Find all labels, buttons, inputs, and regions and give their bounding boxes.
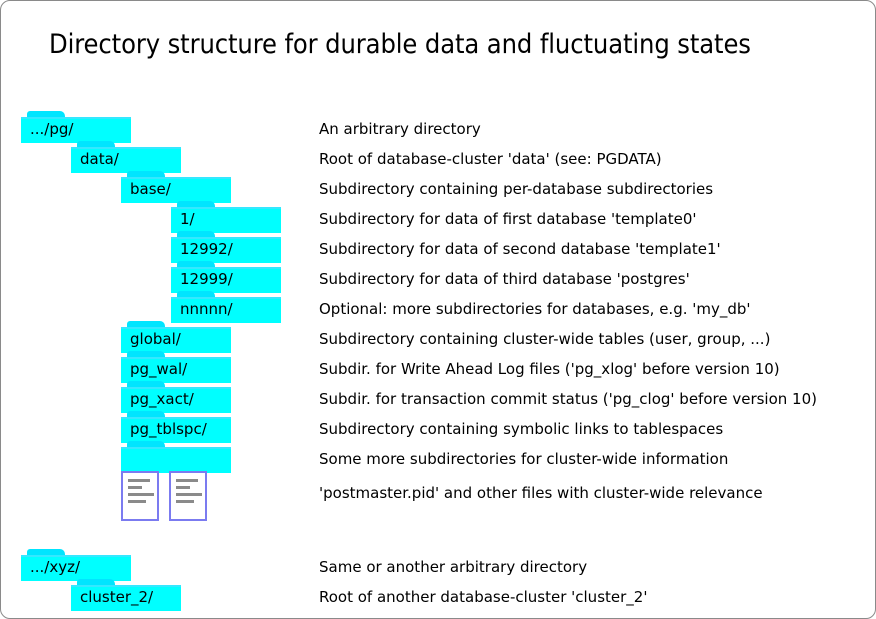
folder-row: base/Subdirectory containing per-databas… <box>1 171 875 203</box>
folder-body-icon <box>171 267 281 293</box>
folder-label: 12992/ <box>180 240 233 258</box>
row-description: 'postmaster.pid' and other files with cl… <box>319 484 763 502</box>
row-description: Subdir. for transaction commit status ('… <box>319 390 817 408</box>
row-description: Subdir. for Write Ahead Log files ('pg_x… <box>319 360 780 378</box>
folder-label: .../pg/ <box>30 120 74 138</box>
folder-icon[interactable]: global/ <box>121 321 231 353</box>
folder-tab-icon <box>27 549 65 557</box>
folder-tab-icon <box>127 411 165 419</box>
folder-row: .../pg/An arbitrary directory <box>1 111 875 143</box>
row-description: Subdirectory for data of first database … <box>319 210 697 228</box>
file-text-line <box>128 500 146 503</box>
folder-body-icon <box>171 207 281 233</box>
folder-body-icon <box>121 447 231 473</box>
folder-label: data/ <box>80 150 119 168</box>
folder-tab-icon <box>177 291 215 299</box>
row-description: Subdirectory containing cluster-wide tab… <box>319 330 771 348</box>
folder-row: .../xyz/Same or another arbitrary direct… <box>1 549 875 581</box>
file-text-line <box>128 493 154 496</box>
folder-icon[interactable]: nnnnn/ <box>171 291 281 323</box>
folder-tab-icon <box>77 141 115 149</box>
folder-icon[interactable]: 12992/ <box>171 231 281 263</box>
folder-body-icon <box>71 585 181 611</box>
folder-icon[interactable]: .../pg/ <box>21 111 131 143</box>
folder-label: cluster_2/ <box>80 588 154 606</box>
row-description: Root of another database-cluster 'cluste… <box>319 588 648 606</box>
folder-label: pg_tblspc/ <box>130 420 207 438</box>
row-description: An arbitrary directory <box>319 120 481 138</box>
folder-tab-icon <box>127 351 165 359</box>
folder-icon[interactable]: data/ <box>71 141 181 173</box>
folder-row: 1/Subdirectory for data of first databas… <box>1 201 875 233</box>
folder-body-icon <box>121 327 231 353</box>
folder-label: global/ <box>130 330 181 348</box>
folder-body-icon <box>21 117 131 143</box>
folder-icon[interactable]: .../xyz/ <box>21 549 131 581</box>
folder-label: pg_xact/ <box>130 390 194 408</box>
folder-tab-icon <box>127 441 165 449</box>
file-text-line <box>128 479 150 482</box>
folder-tab-icon <box>27 111 65 119</box>
row-description: Subdirectory containing symbolic links t… <box>319 420 724 438</box>
file-icon-group <box>121 471 207 521</box>
folder-icon[interactable]: base/ <box>121 171 231 203</box>
file-row: 'postmaster.pid' and other files with cl… <box>1 469 875 521</box>
row-description: Root of database-cluster 'data' (see: PG… <box>319 150 662 168</box>
folder-body-icon <box>121 417 231 443</box>
folder-body-icon <box>71 147 181 173</box>
folder-tab-icon <box>177 201 215 209</box>
folder-label: base/ <box>130 180 171 198</box>
folder-tab-icon <box>127 321 165 329</box>
folder-body-icon <box>21 555 131 581</box>
folder-row: pg_tblspc/Subdirectory containing symbol… <box>1 411 875 443</box>
folder-body-icon <box>121 357 231 383</box>
folder-icon[interactable]: pg_wal/ <box>121 351 231 383</box>
file-icon[interactable] <box>169 471 207 521</box>
folder-label: pg_wal/ <box>130 360 188 378</box>
row-description: Same or another arbitrary directory <box>319 558 588 576</box>
row-description: Subdirectory for data of third database … <box>319 270 690 288</box>
folder-icon[interactable]: cluster_2/ <box>71 579 181 611</box>
folder-row: 12999/Subdirectory for data of third dat… <box>1 261 875 293</box>
file-text-line <box>176 479 198 482</box>
file-icon[interactable] <box>121 471 159 521</box>
folder-label: 12999/ <box>180 270 233 288</box>
file-text-line <box>176 486 190 489</box>
folder-row: data/Root of database-cluster 'data' (se… <box>1 141 875 173</box>
folder-tab-icon <box>127 381 165 389</box>
folder-icon[interactable]: pg_tblspc/ <box>121 411 231 443</box>
folder-row: pg_wal/Subdir. for Write Ahead Log files… <box>1 351 875 383</box>
folder-row: Some more subdirectories for cluster-wid… <box>1 441 875 473</box>
file-text-line <box>176 500 194 503</box>
folder-body-icon <box>121 177 231 203</box>
row-description: Subdirectory for data of second database… <box>319 240 721 258</box>
folder-body-icon <box>171 297 281 323</box>
folder-label: nnnnn/ <box>180 300 233 318</box>
folder-tab-icon <box>77 579 115 587</box>
file-text-line <box>128 486 142 489</box>
page-title: Directory structure for durable data and… <box>49 29 751 60</box>
folder-tab-icon <box>177 231 215 239</box>
folder-row: cluster_2/Root of another database-clust… <box>1 579 875 611</box>
folder-body-icon <box>121 387 231 413</box>
folder-body-icon <box>171 237 281 263</box>
folder-tab-icon <box>177 261 215 269</box>
folder-icon[interactable]: pg_xact/ <box>121 381 231 413</box>
row-description: Optional: more subdirectories for databa… <box>319 300 751 318</box>
row-description: Subdirectory containing per-database sub… <box>319 180 714 198</box>
file-text-line <box>176 493 202 496</box>
folder-row: global/Subdirectory containing cluster-w… <box>1 321 875 353</box>
folder-icon[interactable] <box>121 441 231 473</box>
folder-icon[interactable]: 12999/ <box>171 261 281 293</box>
folder-row: nnnnn/Optional: more subdirectories for … <box>1 291 875 323</box>
folder-tab-icon <box>127 171 165 179</box>
folder-label: 1/ <box>180 210 195 228</box>
folder-label: .../xyz/ <box>30 558 81 576</box>
folder-row: pg_xact/Subdir. for transaction commit s… <box>1 381 875 413</box>
folder-icon[interactable]: 1/ <box>171 201 281 233</box>
folder-row: 12992/Subdirectory for data of second da… <box>1 231 875 263</box>
row-description: Some more subdirectories for cluster-wid… <box>319 450 729 468</box>
